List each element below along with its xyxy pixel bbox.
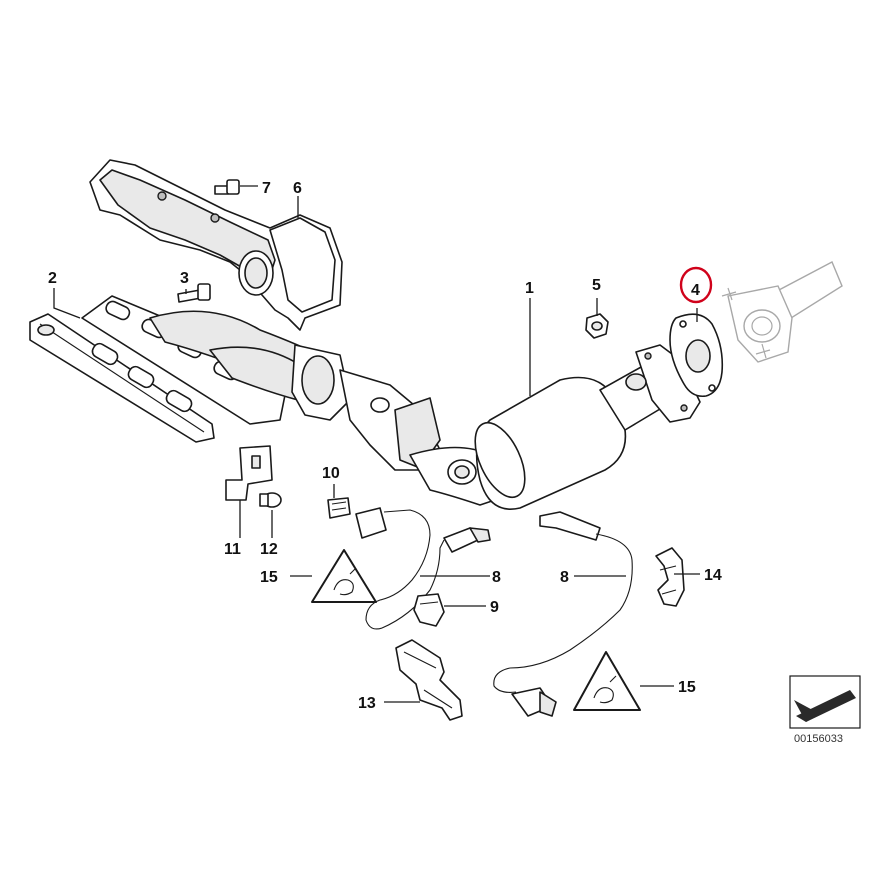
callout-1: 1: [525, 280, 534, 297]
highlight-circle: [679, 266, 713, 304]
callout-15-right: 15: [678, 679, 696, 696]
document-number: 00156033: [794, 733, 843, 745]
bolt-12: [259, 492, 282, 508]
callout-12: 12: [260, 541, 278, 558]
leader-lines: [53, 185, 700, 703]
warning-triangle-icon: [311, 549, 377, 603]
callout-3: 3: [180, 270, 189, 287]
callout-5: 5: [592, 277, 601, 294]
downstream-pipe-ghost: [721, 261, 843, 363]
bolt-3: [177, 283, 211, 303]
callout-13: 13: [358, 695, 376, 712]
oxygen-sensor-left: [355, 507, 491, 630]
callout-2: 2: [48, 270, 57, 287]
callout-10: 10: [322, 465, 340, 482]
callout-9: 9: [490, 599, 499, 616]
connector-9: [413, 593, 445, 627]
callout-4: 4: [691, 282, 700, 299]
catalytic-converter: [474, 344, 701, 510]
oxygen-sensor-right: [493, 511, 633, 717]
warning-triangle-icon: [573, 651, 641, 711]
exhaust-manifold: [81, 295, 441, 471]
callout-11: 11: [224, 541, 241, 558]
callout-8-left: 8: [492, 569, 501, 586]
heat-shield: [89, 159, 343, 331]
gasket-4: [669, 313, 724, 398]
callout-7: 7: [262, 180, 271, 197]
clip-14: [655, 547, 685, 607]
bolt-7: [214, 179, 240, 195]
gasket-2: [29, 313, 215, 443]
holder-13: [395, 639, 463, 721]
nut-5: [585, 313, 609, 339]
callout-14: 14: [704, 567, 722, 584]
callout-8-right: 8: [560, 569, 569, 586]
arrow-orientation-icon: [789, 675, 861, 729]
clip-10: [327, 497, 351, 519]
callout-6: 6: [293, 180, 302, 197]
bracket-11: [225, 445, 273, 501]
callout-15-left: 15: [260, 569, 278, 586]
